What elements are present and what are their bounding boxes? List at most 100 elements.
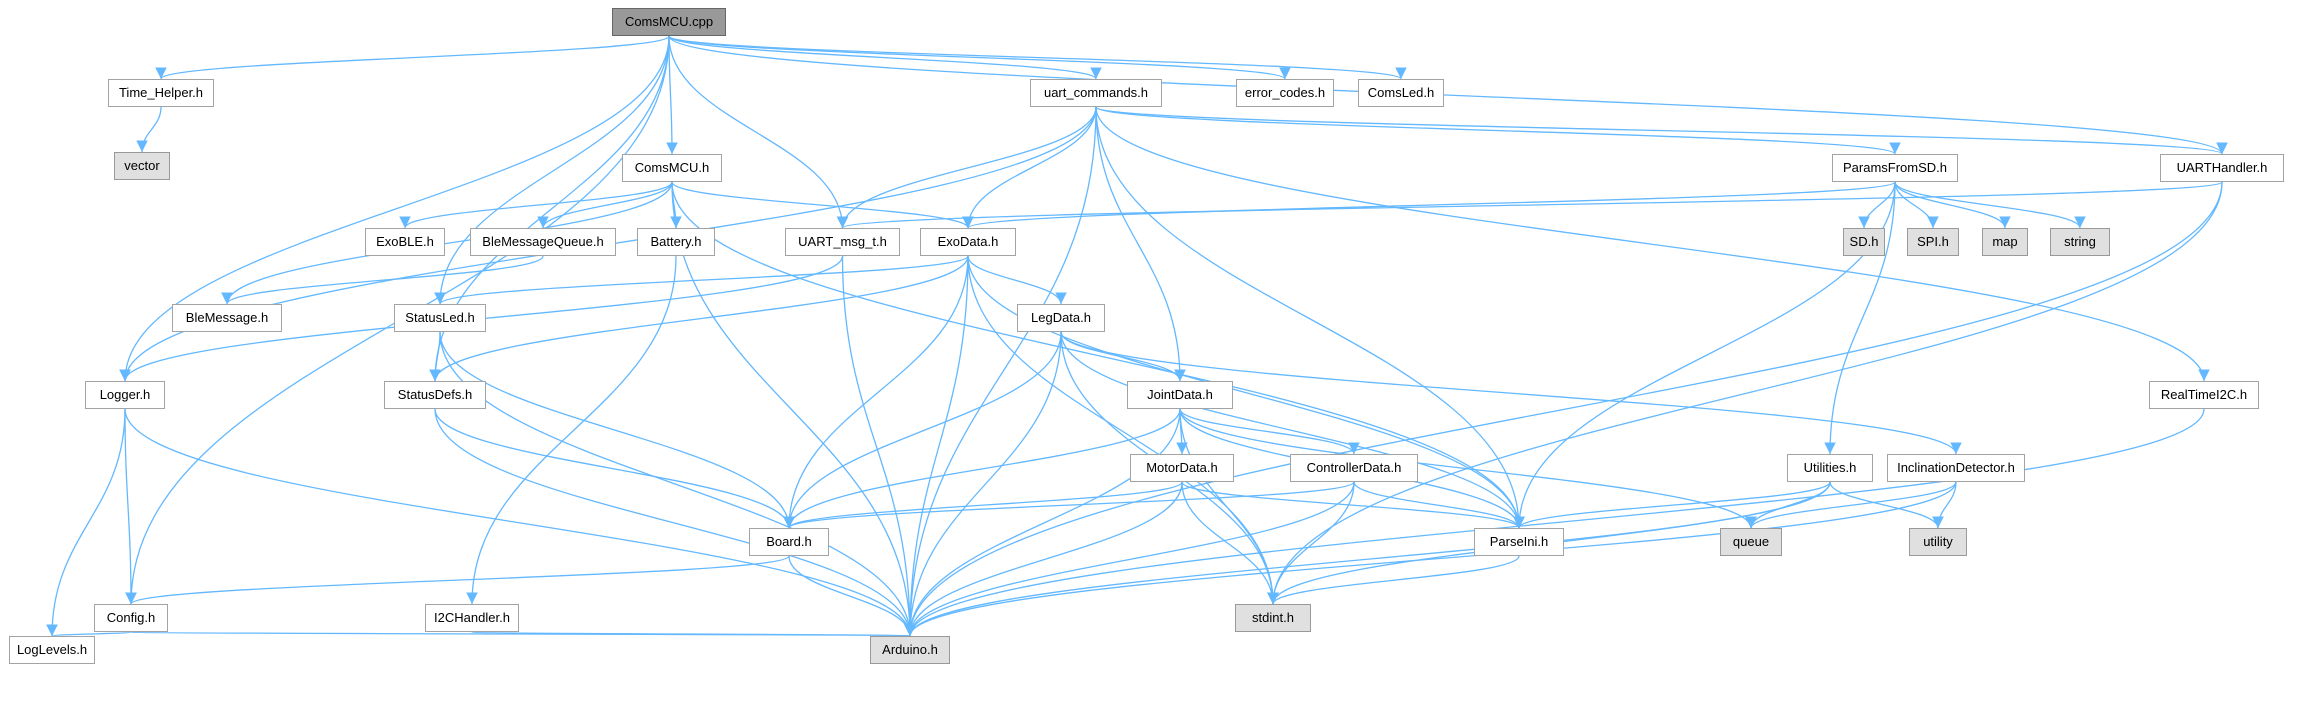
edge-coms-h-to-exodata <box>671 181 974 229</box>
edge-controllerdata-to-arduino <box>904 481 1355 637</box>
edge-motordata-to-parseini <box>1181 481 1525 529</box>
edge-params-sd-to-exodata <box>962 181 1896 229</box>
node-uart-msg[interactable]: UART_msg_t.h <box>785 228 900 256</box>
edge-legdata-to-inclination <box>1060 331 1962 455</box>
edge-coms-h-to-blemessage <box>221 181 673 305</box>
node-vector: vector <box>114 152 170 180</box>
edge-time-helper-to-vector <box>136 106 162 153</box>
node-blemsgqueue[interactable]: BleMessageQueue.h <box>470 228 616 256</box>
edge-legdata-to-arduino <box>904 331 1062 637</box>
node-coms-h[interactable]: ComsMCU.h <box>622 154 722 182</box>
edge-utilities-to-parseini <box>1513 481 1831 529</box>
edge-coms-h-to-exoble <box>399 181 673 229</box>
node-legdata[interactable]: LegData.h <box>1017 304 1105 332</box>
node-motordata[interactable]: MotorData.h <box>1130 454 1234 482</box>
node-inclination[interactable]: InclinationDetector.h <box>1887 454 2025 482</box>
node-blemessage[interactable]: BleMessage.h <box>172 304 282 332</box>
edge-coms-cpp-to-uart-msg <box>668 35 849 229</box>
node-exoble[interactable]: ExoBLE.h <box>365 228 445 256</box>
node-i2chandler[interactable]: I2CHandler.h <box>425 604 519 632</box>
edge-exodata-to-statusdefs <box>429 255 969 382</box>
edge-logger-to-loglevels <box>46 408 126 637</box>
node-parseini[interactable]: ParseIni.h <box>1474 528 1564 556</box>
edge-board-to-config <box>125 555 790 605</box>
node-battery[interactable]: Battery.h <box>637 228 715 256</box>
node-exodata[interactable]: ExoData.h <box>920 228 1016 256</box>
edge-coms-cpp-to-coms-led <box>668 35 1407 80</box>
node-utilities[interactable]: Utilities.h <box>1787 454 1873 482</box>
node-coms-cpp: ComsMCU.cpp <box>612 8 726 36</box>
edge-jointdata-to-arduino <box>904 408 1181 637</box>
edge-uart-commands-to-realtime <box>1095 106 2210 382</box>
edge-motordata-to-board <box>783 481 1183 529</box>
edge-uart-commands-to-jointdata <box>1095 106 1186 382</box>
node-realtime[interactable]: RealTimeI2C.h <box>2149 381 2259 409</box>
edge-exodata-to-legdata <box>967 255 1067 305</box>
edge-inclination-to-arduino <box>904 481 1957 637</box>
edge-statusled-to-board <box>439 331 795 529</box>
edge-utilities-to-arduino <box>904 481 1831 637</box>
edge-uart-msg-to-arduino <box>841 255 916 637</box>
edge-jointdata-to-controllerdata <box>1179 408 1360 455</box>
edge-coms-h-to-parseini <box>671 181 1525 529</box>
node-statusdefs[interactable]: StatusDefs.h <box>384 381 486 409</box>
node-statusled[interactable]: StatusLed.h <box>394 304 486 332</box>
edge-uart-commands-to-params-sd <box>1095 106 1901 155</box>
node-config[interactable]: Config.h <box>94 604 168 632</box>
edge-exodata-to-statusled <box>434 255 969 305</box>
node-utility: utility <box>1909 528 1967 556</box>
edge-motordata-to-stdint <box>1181 481 1279 605</box>
edge-realtime-to-arduino <box>904 408 2205 637</box>
edge-uart-handler-to-arduino <box>904 181 2223 637</box>
edge-coms-h-to-blemsgqueue <box>537 181 673 229</box>
edge-statusdefs-to-arduino <box>434 408 916 637</box>
edge-params-sd-to-map <box>1894 181 2011 229</box>
edge-coms-cpp-to-time-helper <box>155 35 670 80</box>
edge-controllerdata-to-stdint <box>1267 481 1355 605</box>
edge-jointdata-to-stdint <box>1179 408 1279 605</box>
edge-coms-cpp-to-logger <box>119 35 670 382</box>
edge-logger-to-config <box>124 408 137 605</box>
node-error-codes[interactable]: error_codes.h <box>1236 79 1334 107</box>
node-sd: SD.h <box>1843 228 1885 256</box>
node-map: map <box>1982 228 2028 256</box>
node-loglevels[interactable]: LogLevels.h <box>9 636 95 664</box>
node-uart-handler[interactable]: UARTHandler.h <box>2160 154 2284 182</box>
edge-logger-to-arduino <box>124 408 916 637</box>
edge-coms-cpp-to-coms-h <box>666 35 678 155</box>
node-arduino: Arduino.h <box>870 636 950 664</box>
edge-board-to-arduino <box>788 555 916 637</box>
node-params-sd[interactable]: ParamsFromSD.h <box>1832 154 1958 182</box>
edge-inclination-to-queue <box>1745 481 1957 529</box>
edge-coms-cpp-to-statusled <box>434 35 670 305</box>
node-logger[interactable]: Logger.h <box>85 381 165 409</box>
edge-motordata-to-arduino <box>904 481 1183 637</box>
edge-coms-h-to-arduino <box>671 181 916 637</box>
edge-i2chandler-to-arduino <box>471 623 913 637</box>
edge-legdata-to-board <box>783 331 1062 529</box>
edge-legdata-to-parseini <box>1060 331 1525 529</box>
node-jointdata[interactable]: JointData.h <box>1127 381 1233 409</box>
node-time-helper[interactable]: Time_Helper.h <box>108 79 214 107</box>
edge-params-sd-to-string <box>1894 181 2086 229</box>
node-uart-commands[interactable]: uart_commands.h <box>1030 79 1162 107</box>
node-spi: SPI.h <box>1907 228 1959 256</box>
edge-parseini-to-stdint <box>1267 555 1520 605</box>
edge-controllerdata-to-parseini <box>1353 481 1525 529</box>
edge-statusdefs-to-board <box>434 408 795 529</box>
edge-controllerdata-to-board <box>783 481 1355 529</box>
edge-exodata-to-arduino <box>904 255 969 637</box>
edge-inclination-to-utility <box>1932 481 1957 529</box>
node-controllerdata[interactable]: ControllerData.h <box>1290 454 1418 482</box>
edge-uart-commands-to-arduino <box>904 106 1097 637</box>
edge-exodata-to-parseini <box>967 255 1525 529</box>
edge-battery-to-i2chandler <box>466 255 677 605</box>
node-coms-led[interactable]: ComsLed.h <box>1358 79 1444 107</box>
edge-uart-commands-to-uart-handler <box>1095 106 2228 155</box>
edge-jointdata-to-queue <box>1179 408 1757 529</box>
node-queue: queue <box>1720 528 1782 556</box>
node-string: string <box>2050 228 2110 256</box>
node-board[interactable]: Board.h <box>749 528 829 556</box>
edge-params-sd-to-spi <box>1894 181 1939 229</box>
